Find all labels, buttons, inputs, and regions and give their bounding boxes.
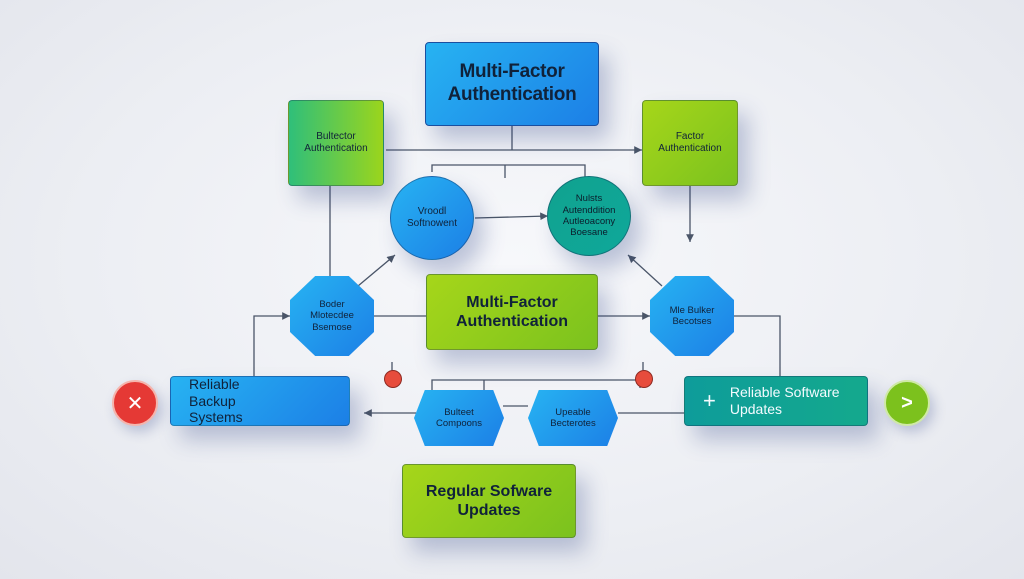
node-circle-left[interactable]: Vroodl Softnowent (390, 176, 474, 260)
plus-icon: + (703, 387, 716, 413)
chevron-right-icon: > (901, 391, 913, 414)
status-dot-right (635, 370, 653, 388)
connector-inner-loop (431, 164, 586, 178)
connector-diag-left (357, 254, 396, 287)
node-software-updates-label: Reliable Software Updates (729, 384, 840, 417)
close-button[interactable]: ✕ (112, 380, 158, 426)
node-octagon-right-label: Mle Bulker Becotses (669, 304, 715, 327)
close-icon: ✕ (126, 392, 144, 415)
node-hex-right[interactable]: Upeable Becterotes (528, 390, 618, 446)
connector-lower-loop (431, 379, 641, 390)
connector-right-down (734, 315, 781, 376)
node-backup-systems-label: Reliable Backup Systems (189, 375, 243, 426)
node-hex-right-label: Upeable Becterotes (550, 406, 596, 429)
node-mfa-center-label: Multi-Factor Authentication (456, 293, 568, 330)
node-mfa-top[interactable]: Multi-Factor Authentication (425, 42, 599, 126)
node-top-right[interactable]: Factor Authentication (642, 100, 738, 186)
node-hex-left-label: Bulteet Compoons (436, 406, 482, 429)
node-top-right-label: Factor Authentication (658, 131, 722, 154)
node-backup-systems[interactable]: Reliable Backup Systems (170, 376, 350, 426)
node-regular-updates-label: Regular Sofware Updates (425, 482, 553, 519)
connector-circles (474, 212, 549, 221)
connector-backup-up (253, 312, 290, 376)
node-hex-left[interactable]: Bulteet Compoons (414, 390, 504, 446)
node-software-updates[interactable]: + Reliable Software Updates (684, 376, 868, 426)
node-octagon-left[interactable]: Boder Mlotecdee Bsemose (290, 276, 374, 356)
node-mfa-center[interactable]: Multi-Factor Authentication (426, 274, 598, 350)
node-top-left[interactable]: Bultector Authentication (288, 100, 384, 186)
next-button[interactable]: > (884, 380, 930, 426)
node-octagon-left-label: Boder Mlotecdee Bsemose (310, 298, 354, 333)
node-circle-right[interactable]: Nulsts Autenddition Autleoacony Boesane (547, 176, 631, 256)
node-top-left-label: Bultector Authentication (304, 131, 368, 154)
node-regular-updates[interactable]: Regular Sofware Updates (402, 464, 576, 538)
node-circle-right-label: Nulsts Autenddition Autleoacony Boesane (562, 193, 616, 239)
node-circle-left-label: Vroodl Softnowent (406, 206, 458, 229)
connector-diag-right (627, 254, 663, 287)
node-mfa-top-label: Multi-Factor Authentication (447, 61, 577, 105)
node-octagon-right[interactable]: Mle Bulker Becotses (650, 276, 734, 356)
status-dot-left (384, 370, 402, 388)
